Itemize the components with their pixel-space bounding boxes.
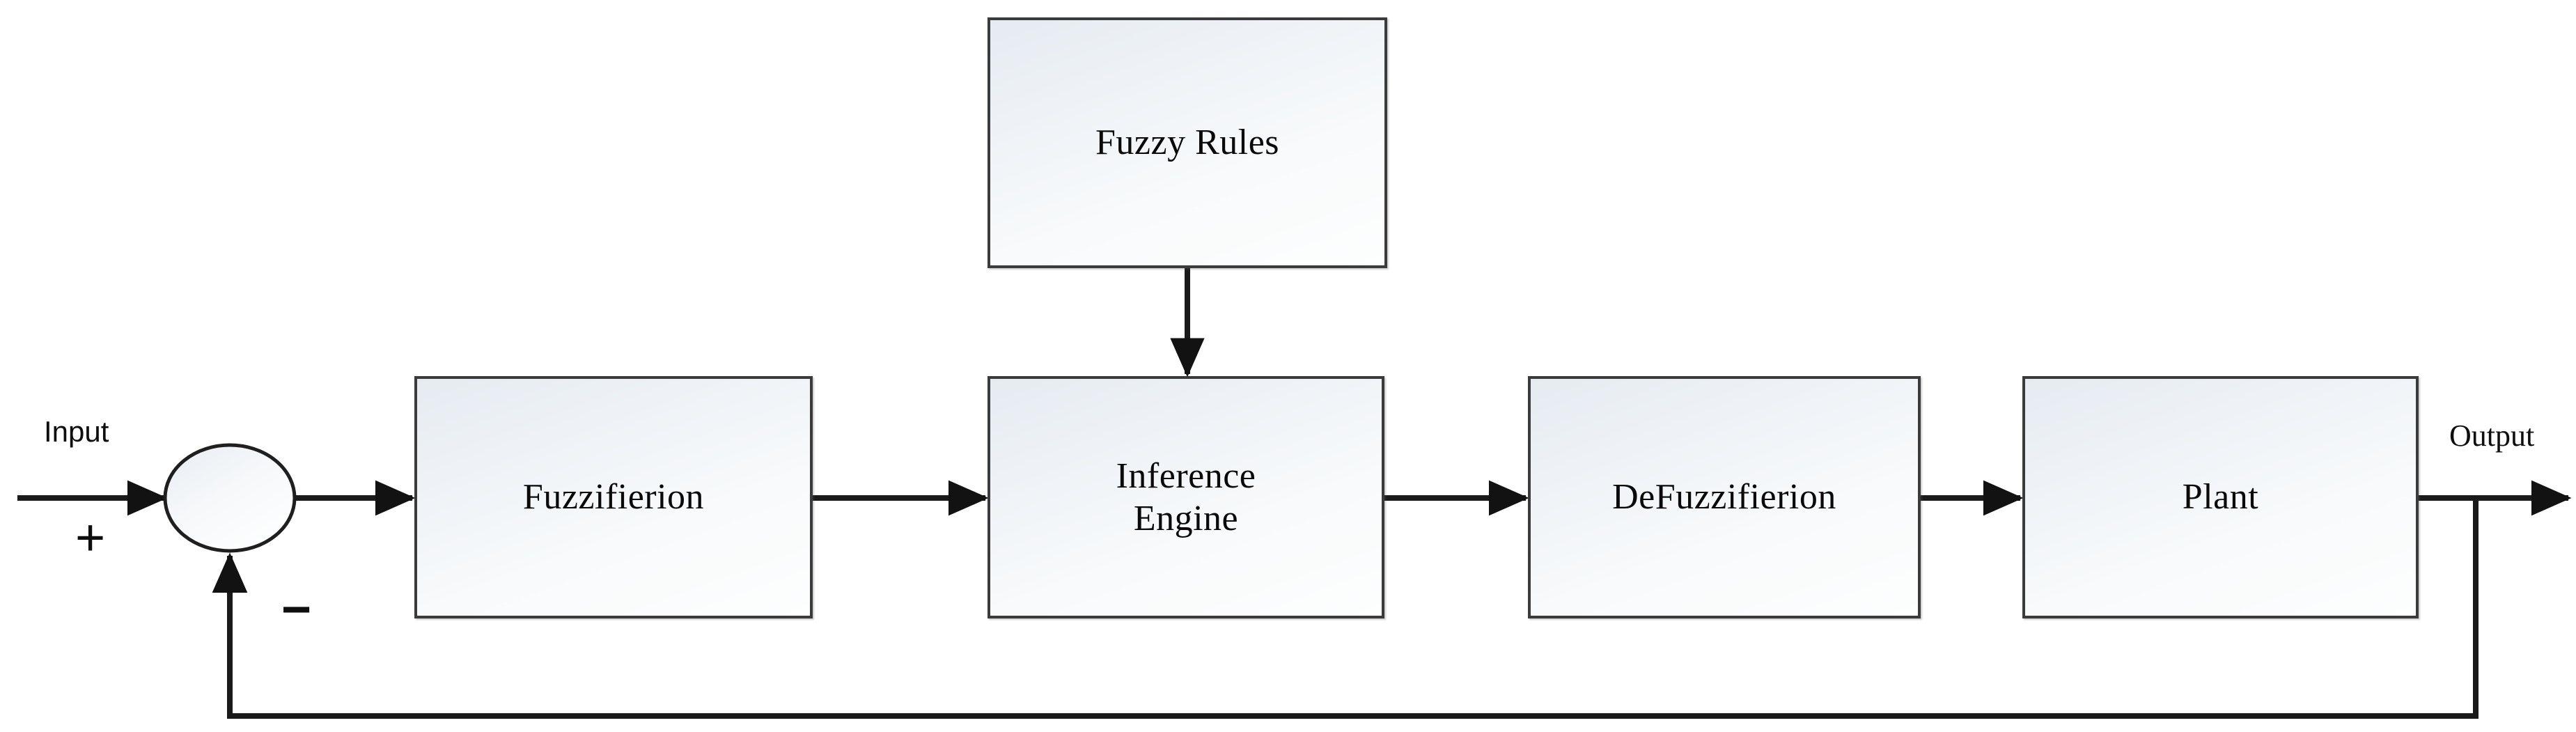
block-label-fuzzifierion: Fuzzifierion bbox=[522, 477, 705, 517]
block-fuzzy-rules[interactable]: Fuzzy Rules bbox=[988, 17, 1387, 268]
block-fuzzifierion[interactable]: Fuzzifierion bbox=[414, 376, 813, 618]
plus-sign-label: + bbox=[75, 508, 106, 566]
block-label-defuzzifierion: DeFuzzifierion bbox=[1612, 477, 1836, 517]
block-defuzzifierion[interactable]: DeFuzzifierion bbox=[1528, 376, 1921, 618]
wire-feedback-loop bbox=[212, 498, 2479, 719]
minus-sign-label: − bbox=[281, 580, 312, 638]
summing-junction-node bbox=[163, 443, 297, 553]
block-label-plant: Plant bbox=[2182, 477, 2259, 517]
block-label-inference-engine: Inference Engine bbox=[1116, 455, 1256, 538]
block-label-fuzzy-rules: Fuzzy Rules bbox=[1095, 123, 1280, 163]
input-label: Input bbox=[44, 415, 109, 448]
block-inference-engine[interactable]: Inference Engine bbox=[988, 376, 1384, 618]
output-label: Output bbox=[2449, 419, 2535, 453]
block-plant[interactable]: Plant bbox=[2022, 376, 2419, 618]
